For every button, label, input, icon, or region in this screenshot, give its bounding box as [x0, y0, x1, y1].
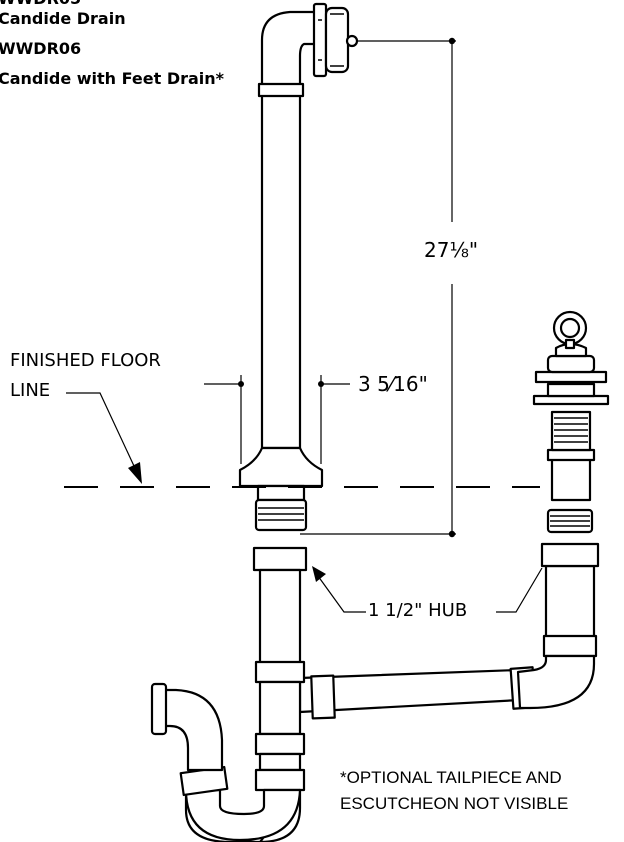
hub-label: 1 1/2" HUB: [368, 600, 468, 621]
model-name-1: Candide Drain: [0, 9, 126, 28]
p-trap-outlet: [158, 688, 224, 772]
overflow-screw: [345, 34, 359, 48]
drain-hub: [252, 546, 308, 572]
trap-inlet-pipe: [258, 752, 302, 772]
note-line-2: ESCUTCHEON NOT VISIBLE: [340, 794, 569, 813]
right-tube: [550, 454, 592, 502]
model-name-2: Candide with Feet Drain*: [0, 69, 225, 88]
right-tube-collar: [546, 448, 596, 462]
tee-bottom-coupling: [254, 732, 306, 756]
note-line-1: *OPTIONAL TAILPIECE AND: [340, 768, 562, 787]
waste-arm-coupling-left: [310, 674, 336, 720]
height-dimension-label: 27⅛": [424, 238, 479, 262]
floor-leader-arrow: [128, 462, 142, 484]
tee-nipple: [256, 484, 306, 502]
width-dimension-label: 3 5⁄16": [358, 372, 428, 396]
right-lock-nut: [532, 394, 610, 406]
overflow-cap: [324, 6, 350, 74]
model-number-1: WWDR05: [0, 0, 81, 9]
escutcheon: [238, 446, 324, 488]
p-trap-outlet-cap: [150, 682, 168, 736]
hub-leader-arrow-left: [312, 566, 326, 582]
model-number-2: WWDR06: [0, 39, 82, 58]
tee-fitting: [254, 660, 306, 684]
overflow-elbow: [260, 10, 318, 94]
floor-line-label-2: LINE: [10, 380, 51, 401]
right-lower-coupling: [542, 634, 598, 658]
overflow-tube: [260, 86, 302, 450]
right-washer: [546, 382, 596, 398]
overflow-coupling: [257, 82, 305, 98]
floor-line-label-1: FINISHED FLOOR: [10, 350, 161, 371]
right-flange: [534, 370, 608, 384]
overflow-faceplate: [312, 2, 328, 78]
right-stopper-body: [546, 354, 596, 374]
threaded-adapter: [254, 498, 308, 532]
right-hub: [540, 542, 600, 568]
trap-coupling: [254, 768, 306, 792]
vertical-drain-pipe: [258, 568, 302, 668]
tee-body: [258, 680, 302, 736]
p-trap-coupling: [179, 765, 229, 797]
right-elbow: [516, 654, 596, 710]
